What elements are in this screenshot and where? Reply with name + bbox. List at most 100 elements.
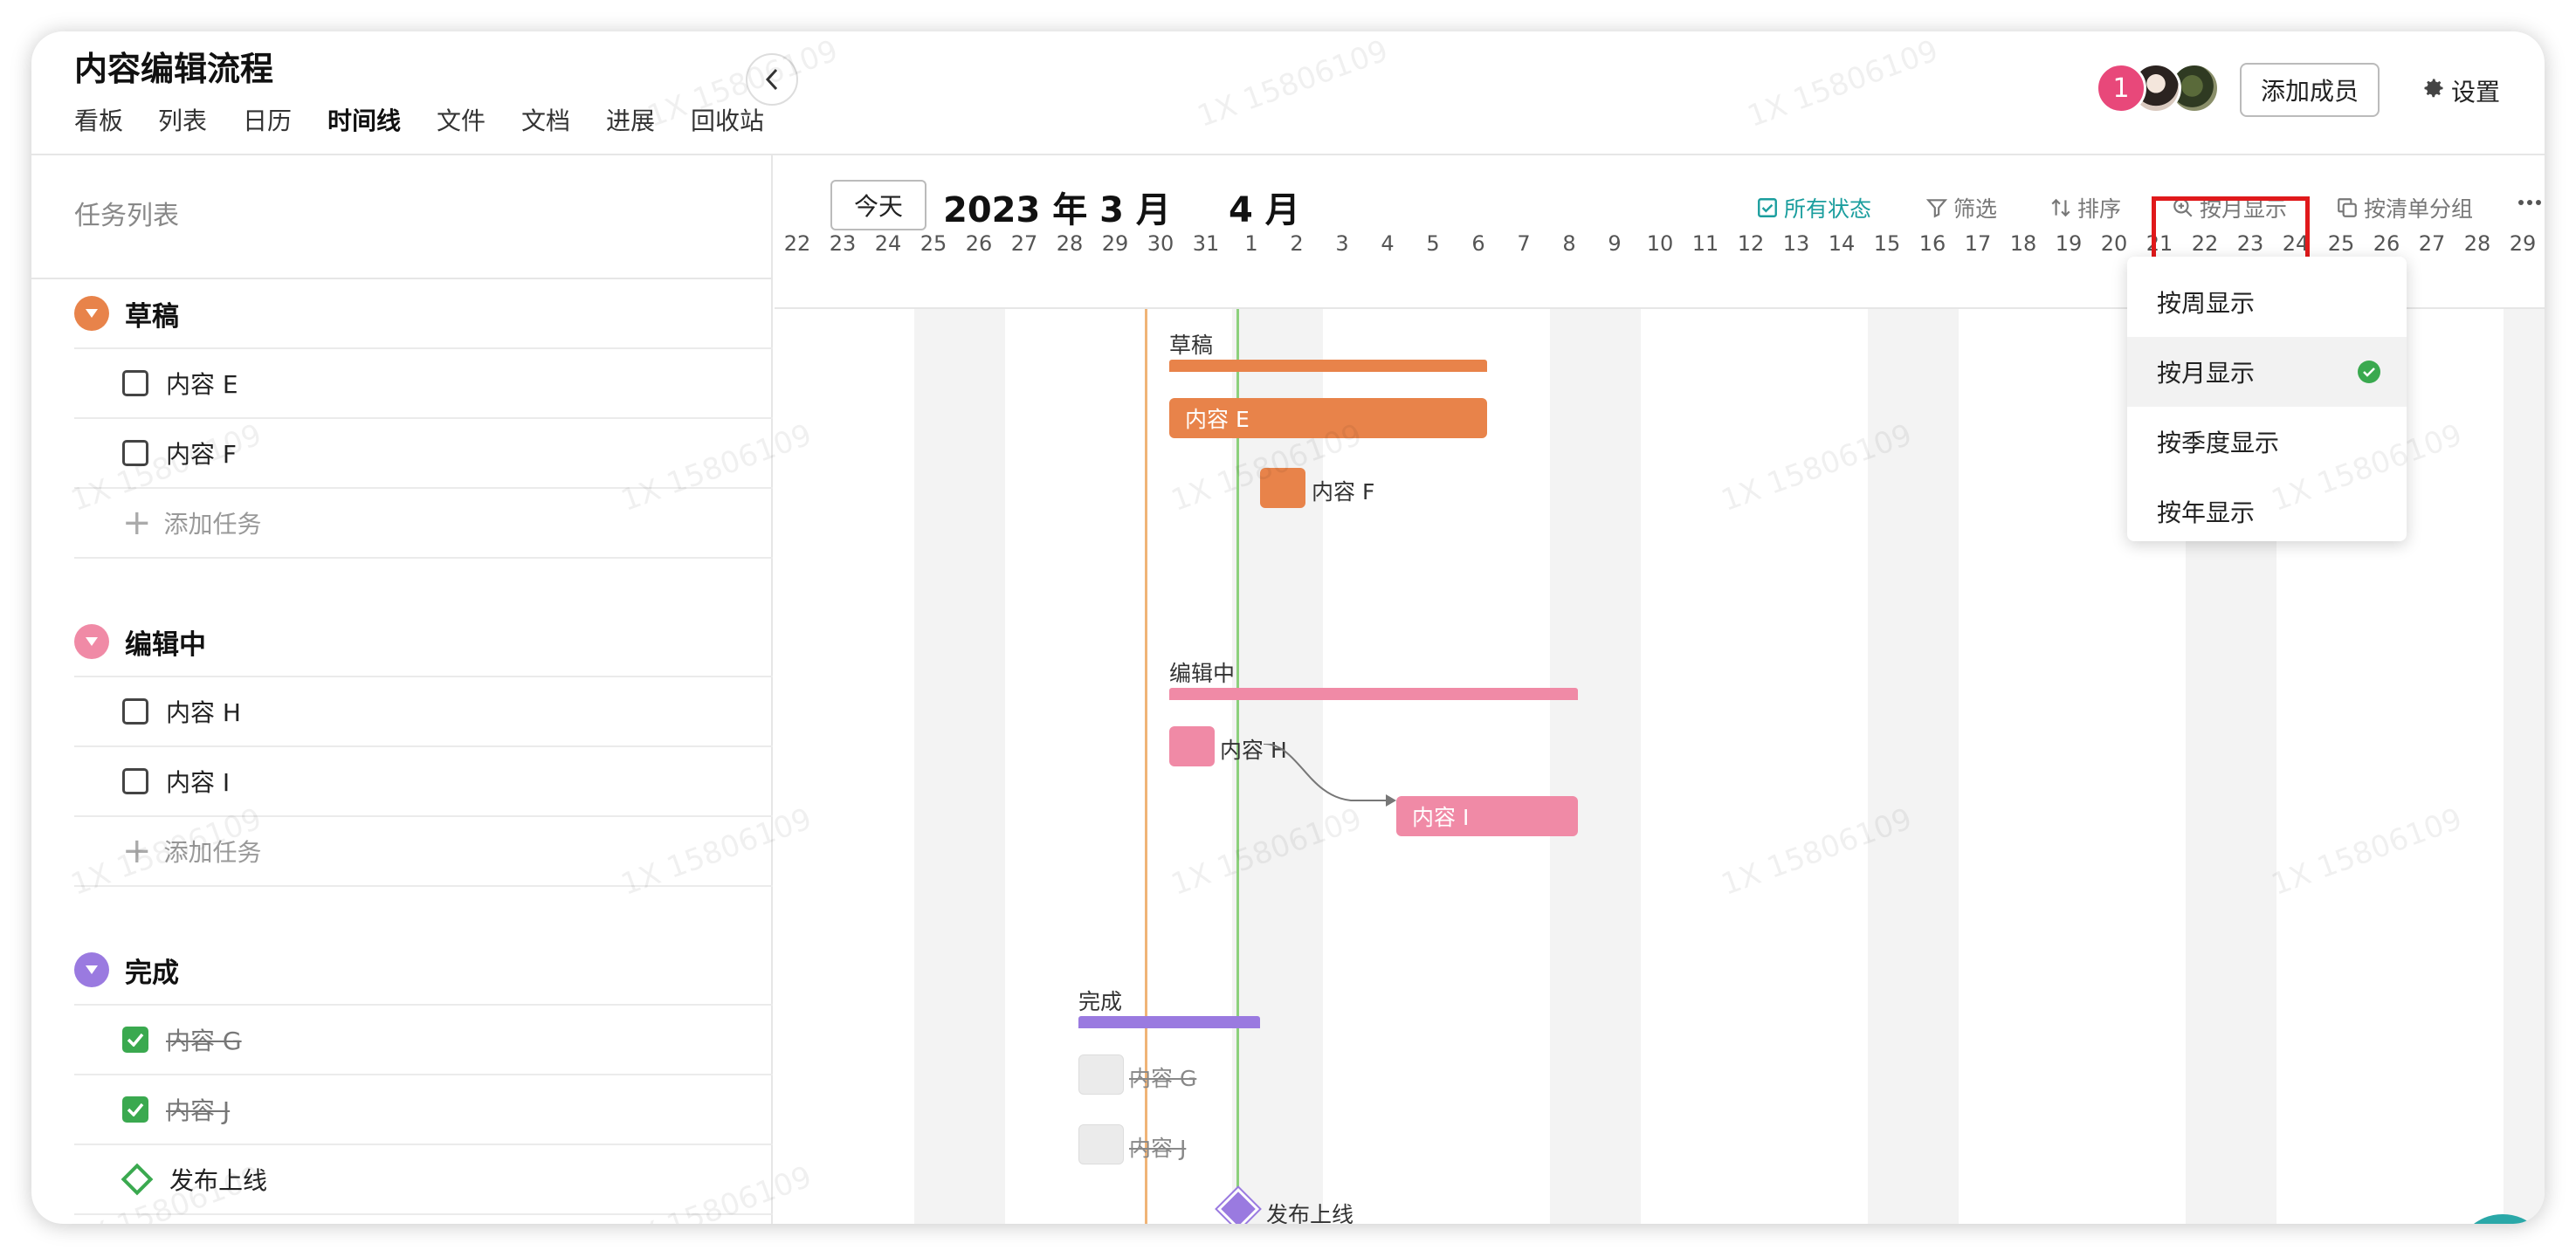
check-circle-icon	[2358, 361, 2380, 383]
divider	[31, 278, 773, 279]
day-label: 6	[1471, 231, 1485, 256]
group-header-editing[interactable]: 编辑中	[74, 608, 773, 677]
start-marker-line	[1145, 309, 1147, 1224]
task-checkbox-checked[interactable]	[122, 1027, 148, 1053]
task-checkbox[interactable]	[122, 698, 148, 725]
day-label: 28	[2463, 231, 2491, 256]
member-count-badge[interactable]: 1	[2096, 63, 2146, 113]
tab-files[interactable]: 文件	[437, 106, 486, 135]
day-label: 23	[2236, 231, 2264, 256]
filter-button[interactable]: 筛选	[1925, 192, 1997, 223]
menu-item-week[interactable]: 按周显示	[2127, 267, 2407, 337]
day-label: 26	[965, 231, 993, 256]
divider	[775, 307, 2545, 309]
group-name: 编辑中	[125, 628, 206, 661]
add-task-button[interactable]: + 添加任务	[74, 817, 773, 887]
menu-item-quarter[interactable]: 按季度显示	[2127, 407, 2407, 477]
project-header: 内容编辑流程 看板 列表 日历 时间线 文件 文档 进展 回收站 1 添加成员 …	[31, 31, 2545, 155]
tab-timeline[interactable]: 时间线	[327, 106, 402, 135]
task-bar-h[interactable]	[1169, 726, 1215, 766]
view-scale-dropdown: 按周显示 按月显示 按季度显示 按年显示	[2127, 257, 2407, 541]
day-label: 18	[2009, 231, 2037, 256]
next-month-label: 4 月	[1229, 190, 1300, 230]
day-label: 31	[1192, 231, 1220, 256]
more-options-button[interactable]	[2516, 189, 2544, 216]
task-row[interactable]: 内容 G	[74, 1006, 773, 1075]
day-label: 5	[1426, 231, 1440, 256]
task-title: 内容 I	[166, 768, 231, 797]
collapse-toggle-icon[interactable]	[74, 296, 109, 331]
task-bar-label: 内容 H	[1220, 738, 1287, 763]
task-row[interactable]: 内容 H	[74, 677, 773, 747]
settings-button[interactable]: 设置	[2421, 72, 2500, 110]
sort-button[interactable]: 排序	[2049, 192, 2121, 223]
day-label: 22	[783, 231, 811, 256]
group-by-list-button[interactable]: 按清单分组	[2336, 192, 2473, 223]
check-icon	[127, 1033, 144, 1047]
day-label: 25	[920, 231, 947, 256]
day-label: 27	[2418, 231, 2446, 256]
plus-icon: +	[122, 831, 152, 871]
tab-list[interactable]: 列表	[158, 106, 208, 135]
task-checkbox-checked[interactable]	[122, 1096, 148, 1123]
tab-calendar[interactable]: 日历	[243, 106, 293, 135]
day-label: 26	[2373, 231, 2400, 256]
help-button[interactable]	[2455, 1214, 2545, 1224]
weekend-stripe	[2504, 309, 2545, 1224]
task-row[interactable]: 内容 E	[74, 349, 773, 419]
task-bar-i[interactable]: 内容 I	[1396, 796, 1578, 836]
menu-item-label: 按年显示	[2157, 498, 2256, 527]
milestone-label: 发布上线	[1266, 1202, 1354, 1224]
group-bar-label: 完成	[1078, 989, 1123, 1014]
menu-item-year[interactable]: 按年显示	[2127, 477, 2407, 546]
task-bar-g[interactable]	[1078, 1054, 1124, 1095]
task-checkbox[interactable]	[122, 768, 148, 794]
group-header-done[interactable]: 完成	[74, 936, 773, 1006]
task-row[interactable]: 内容 I	[74, 747, 773, 817]
day-label: 24	[2282, 231, 2310, 256]
task-checkbox[interactable]	[122, 370, 148, 396]
add-member-button[interactable]: 添加成员	[2240, 63, 2380, 117]
collapse-toggle-icon[interactable]	[74, 952, 109, 987]
add-task-label: 添加任务	[163, 838, 262, 867]
day-label: 29	[1101, 231, 1129, 256]
tab-trash[interactable]: 回收站	[691, 106, 765, 135]
task-title: 内容 E	[166, 370, 238, 399]
tab-docs[interactable]: 文档	[521, 106, 571, 135]
add-task-button[interactable]: + 添加任务	[74, 489, 773, 559]
task-bar-j[interactable]	[1078, 1124, 1124, 1164]
milestone-title: 发布上线	[169, 1166, 268, 1195]
filter-icon	[1925, 199, 1948, 218]
day-label: 29	[2509, 231, 2537, 256]
task-list-title: 任务列表	[74, 201, 179, 231]
task-bar-e[interactable]: 内容 E	[1169, 398, 1487, 438]
menu-item-month[interactable]: 按月显示	[2127, 337, 2407, 407]
day-label: 4	[1381, 231, 1395, 256]
task-bar-f[interactable]	[1260, 468, 1305, 508]
milestone-row[interactable]: 发布上线	[74, 1145, 773, 1215]
gear-icon	[2421, 76, 2446, 106]
group-span-bar[interactable]	[1169, 360, 1487, 372]
milestone-diamond-icon[interactable]	[121, 1163, 154, 1196]
weekend-stripe	[1550, 309, 1641, 1224]
task-checkbox[interactable]	[122, 440, 148, 466]
collapse-toggle-icon[interactable]	[74, 624, 109, 659]
day-label: 3	[1335, 231, 1349, 256]
day-label: 10	[1646, 231, 1674, 256]
day-label: 17	[1964, 231, 1992, 256]
task-row[interactable]: 内容 F	[74, 419, 773, 489]
app-window: 内容编辑流程 看板 列表 日历 时间线 文件 文档 进展 回收站 1 添加成员 …	[31, 31, 2545, 1224]
project-title: 内容编辑流程	[74, 50, 274, 88]
tab-board[interactable]: 看板	[74, 106, 124, 135]
status-filter-button[interactable]: 所有状态	[1756, 192, 1871, 223]
tab-progress[interactable]: 进展	[606, 106, 656, 135]
task-row[interactable]: 内容 J	[74, 1075, 773, 1145]
task-title: 内容 G	[166, 1027, 242, 1055]
collapse-panel-button[interactable]	[746, 53, 798, 106]
group-span-bar[interactable]	[1078, 1016, 1260, 1028]
group-header-draft[interactable]: 草稿	[74, 279, 773, 349]
group-span-bar[interactable]	[1169, 688, 1578, 700]
day-label: 2	[1290, 231, 1304, 256]
today-button[interactable]: 今天	[830, 180, 926, 230]
group-bar-label: 编辑中	[1169, 661, 1236, 686]
